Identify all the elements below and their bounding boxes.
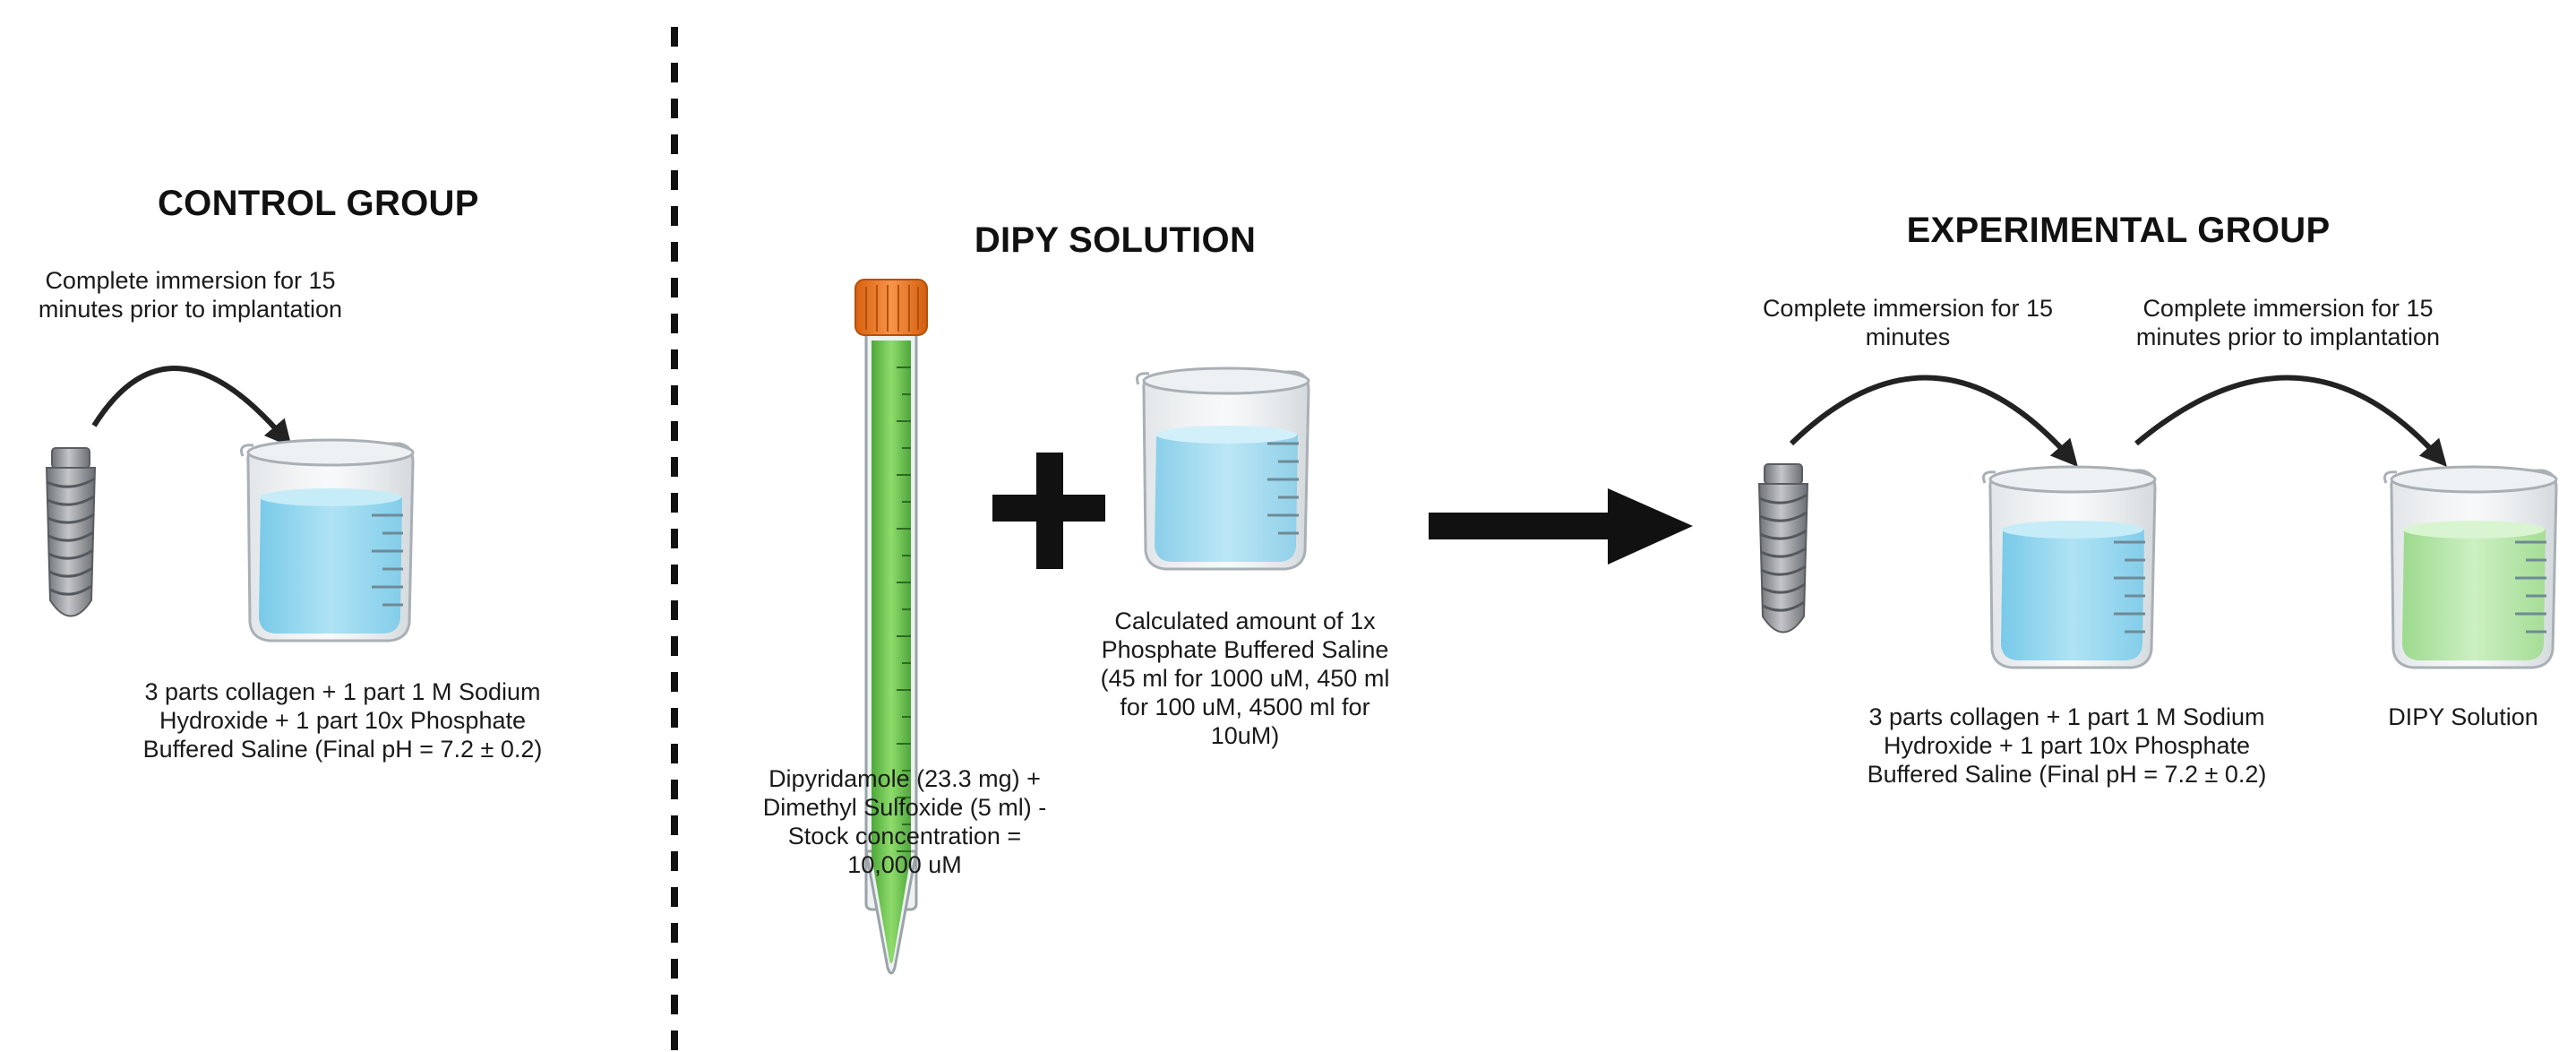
experimental-immersion-label-1: Complete immersion for 15 minutes [1762,295,2054,350]
experimental-collagen-beaker [1982,465,2157,669]
experimental-immersion-arrow-2 [2134,375,2448,467]
control-immersion-arrow [91,366,292,448]
experimental-group-title: EXPERIMENTAL GROUP [1906,211,2331,250]
control-implant [45,446,97,617]
process-arrow [1429,488,1693,565]
experimental-immersion-label-2: Complete immersion for 15 minutes prior … [2135,295,2441,350]
dipy-solution-beaker [2383,465,2558,669]
control-group-title: CONTROL GROUP [158,184,479,223]
control-beaker [240,438,415,642]
pbs-beaker [1136,366,1310,571]
control-immersion-label: Complete immersion for 15 minutes prior … [38,267,343,323]
experimental-immersion-arrow-1 [1789,375,2078,467]
pbs-beaker-label: Calculated amount of 1x Phosphate Buffer… [1100,608,1390,749]
control-beaker-label: 3 parts collagen + 1 part 1 M Sodium Hyd… [142,678,543,763]
experimental-implant [1757,462,1809,634]
experimental-beaker-label: 3 parts collagen + 1 part 1 M Sodium Hyd… [1867,703,2267,788]
plus-icon [992,453,1105,569]
dipy-falcon-tube [854,279,928,975]
dipy-tube-label: Dipyridamole (23.3 mg) + Dimethyl Sulfox… [762,765,1047,878]
dipy-solution-beaker-label: DIPY Solution [2388,703,2538,730]
dipy-solution-title: DIPY SOLUTION [974,220,1257,260]
